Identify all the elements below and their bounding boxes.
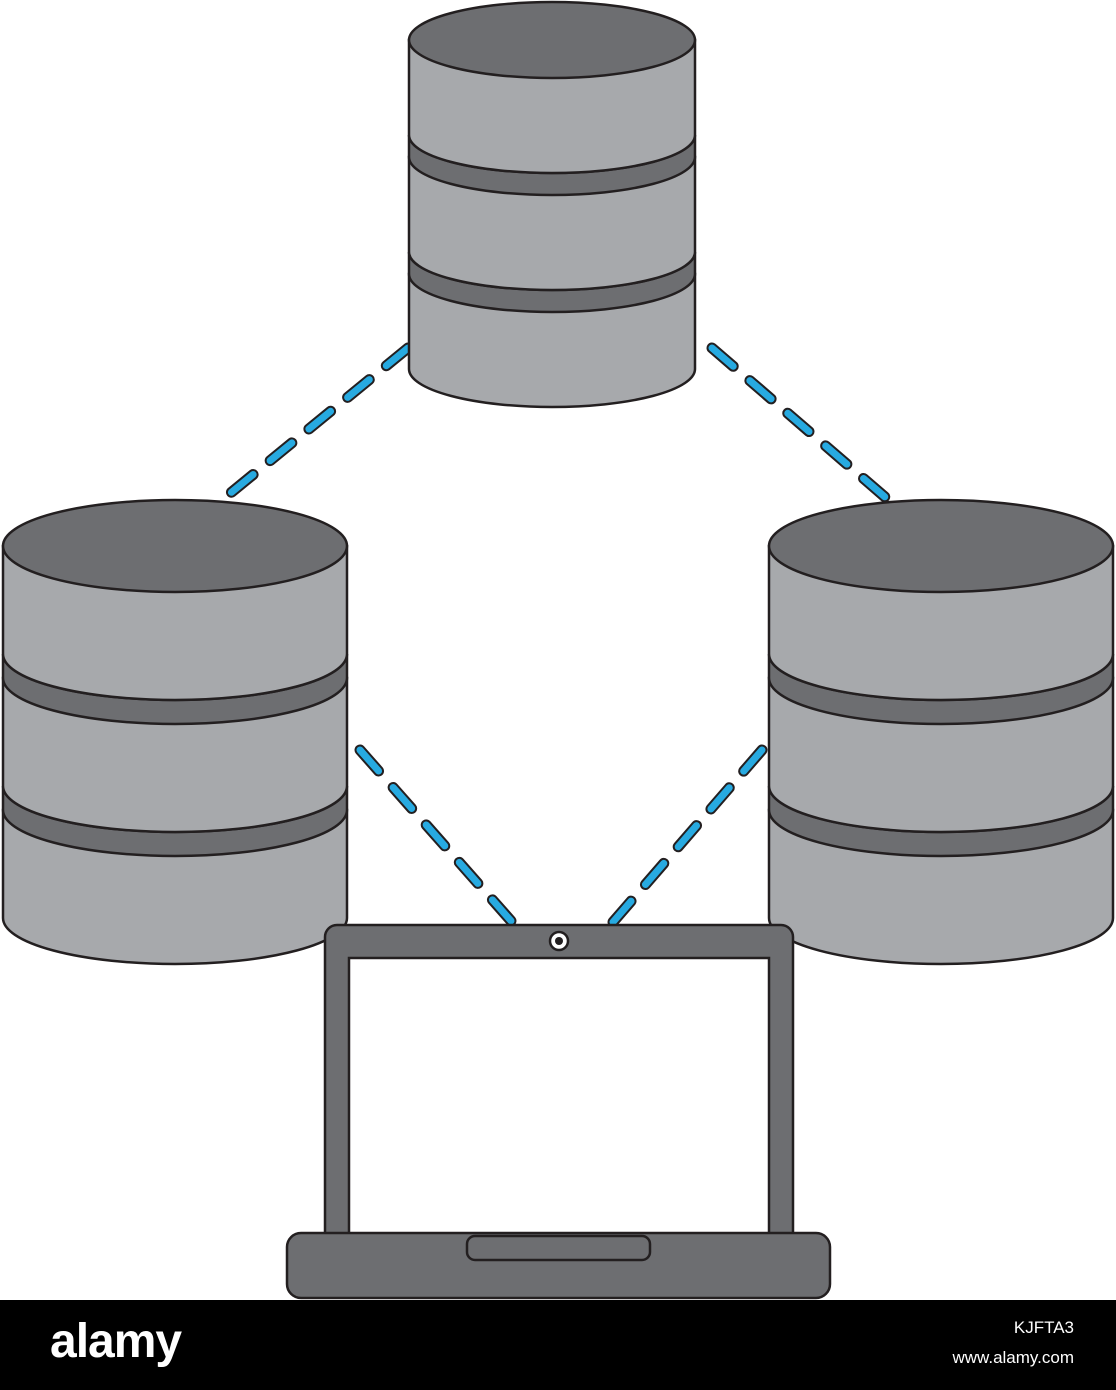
database-top-cap (767, 498, 1115, 594)
laptop-touchpad (465, 1234, 652, 1262)
diagram-canvas (0, 0, 1116, 1300)
connector-line (356, 746, 516, 926)
watermark-logo: alamy (50, 1315, 182, 1368)
laptop-icon (285, 923, 832, 1300)
laptop-base (285, 1231, 832, 1300)
database-left-icon (1, 498, 349, 966)
database-right-icon (767, 498, 1115, 966)
watermark-footer: alamy KJFTA3 www.alamy.com (0, 1300, 1116, 1390)
database-top-cap (1, 498, 349, 594)
database-top-icon (407, 0, 697, 409)
watermark-image-id: KJFTA3 (1013, 1318, 1074, 1337)
watermark-url: www.alamy.com (952, 1348, 1074, 1367)
connectors (216, 342, 891, 928)
network-diagram (1, 0, 1115, 1300)
connector-line (609, 746, 766, 926)
connector-line (708, 344, 889, 501)
laptop-screen (347, 956, 771, 1238)
connector-line (218, 344, 412, 504)
webcam-lens (555, 937, 563, 945)
database-top-cap (407, 0, 697, 80)
